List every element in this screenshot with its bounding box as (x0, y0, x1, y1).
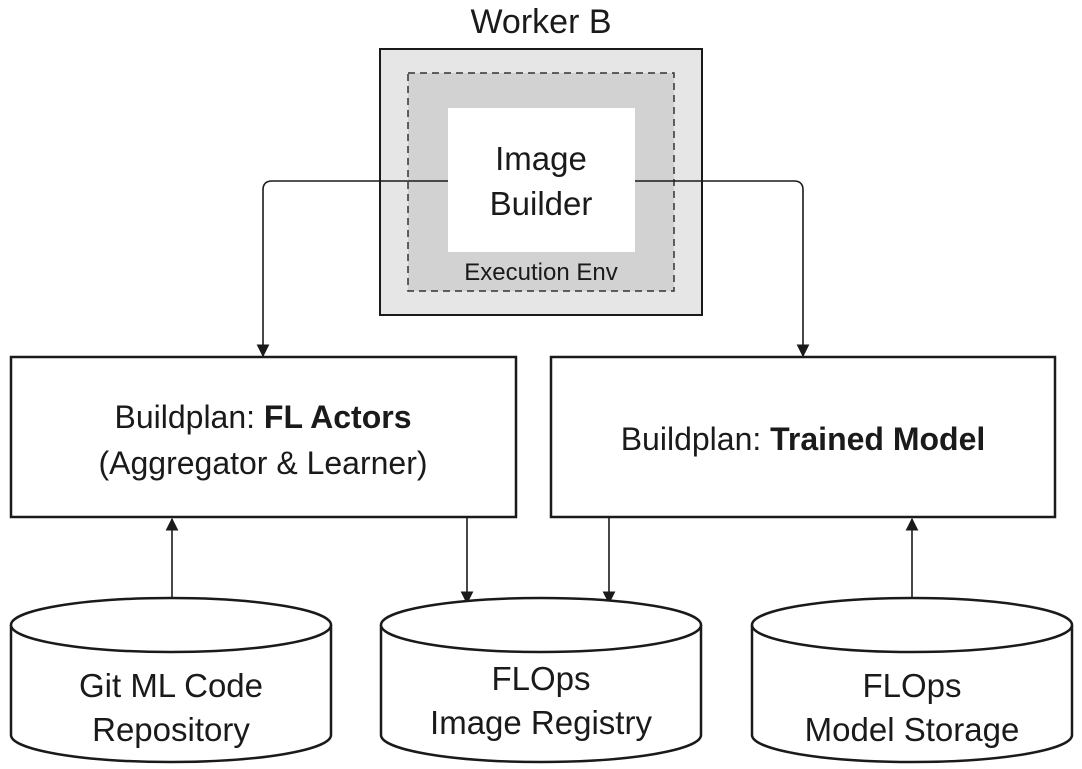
image-builder-box (448, 108, 635, 252)
worker-title: Worker B (470, 3, 611, 41)
image-registry-label-line1: FLOps (491, 660, 590, 697)
buildplan-trained-model-box (549, 355, 1057, 519)
buildplan-fl-actors-prefix: Buildplan: (114, 399, 263, 435)
buildplan-fl-actors-name: FL Actors (264, 399, 412, 435)
arrow-builder-to-trained-model (635, 180, 810, 358)
model-storage-label-line1: FLOps (862, 667, 961, 704)
git-repository-label-line2: Repository (92, 711, 250, 748)
buildplan-fl-actors-label: Buildplan: FL Actors (114, 399, 411, 435)
buildplan-fl-actors-sub: (Aggregator & Learner) (98, 445, 427, 481)
buildplan-trained-model-name: Trained Model (770, 421, 985, 457)
git-repository-cylinder (9, 596, 333, 764)
image-registry-label-line2: Image Registry (430, 704, 652, 741)
buildplan-trained-model-label: Buildplan: Trained Model (621, 421, 986, 457)
git-repository-label-line1: Git ML Code (79, 667, 263, 704)
image-registry-cylinder (379, 596, 703, 764)
model-storage-label-line2: Model Storage (805, 711, 1020, 748)
buildplan-trained-model-prefix: Buildplan: (621, 421, 770, 457)
image-builder-label-line1: Image (495, 140, 587, 177)
image-builder-label-line2: Builder (490, 185, 593, 222)
arrow-builder-to-fl-actors (256, 180, 448, 358)
model-storage-cylinder (750, 596, 1074, 764)
execution-env-label: Execution Env (464, 259, 617, 286)
buildplan-fl-actors-box (9, 355, 518, 519)
